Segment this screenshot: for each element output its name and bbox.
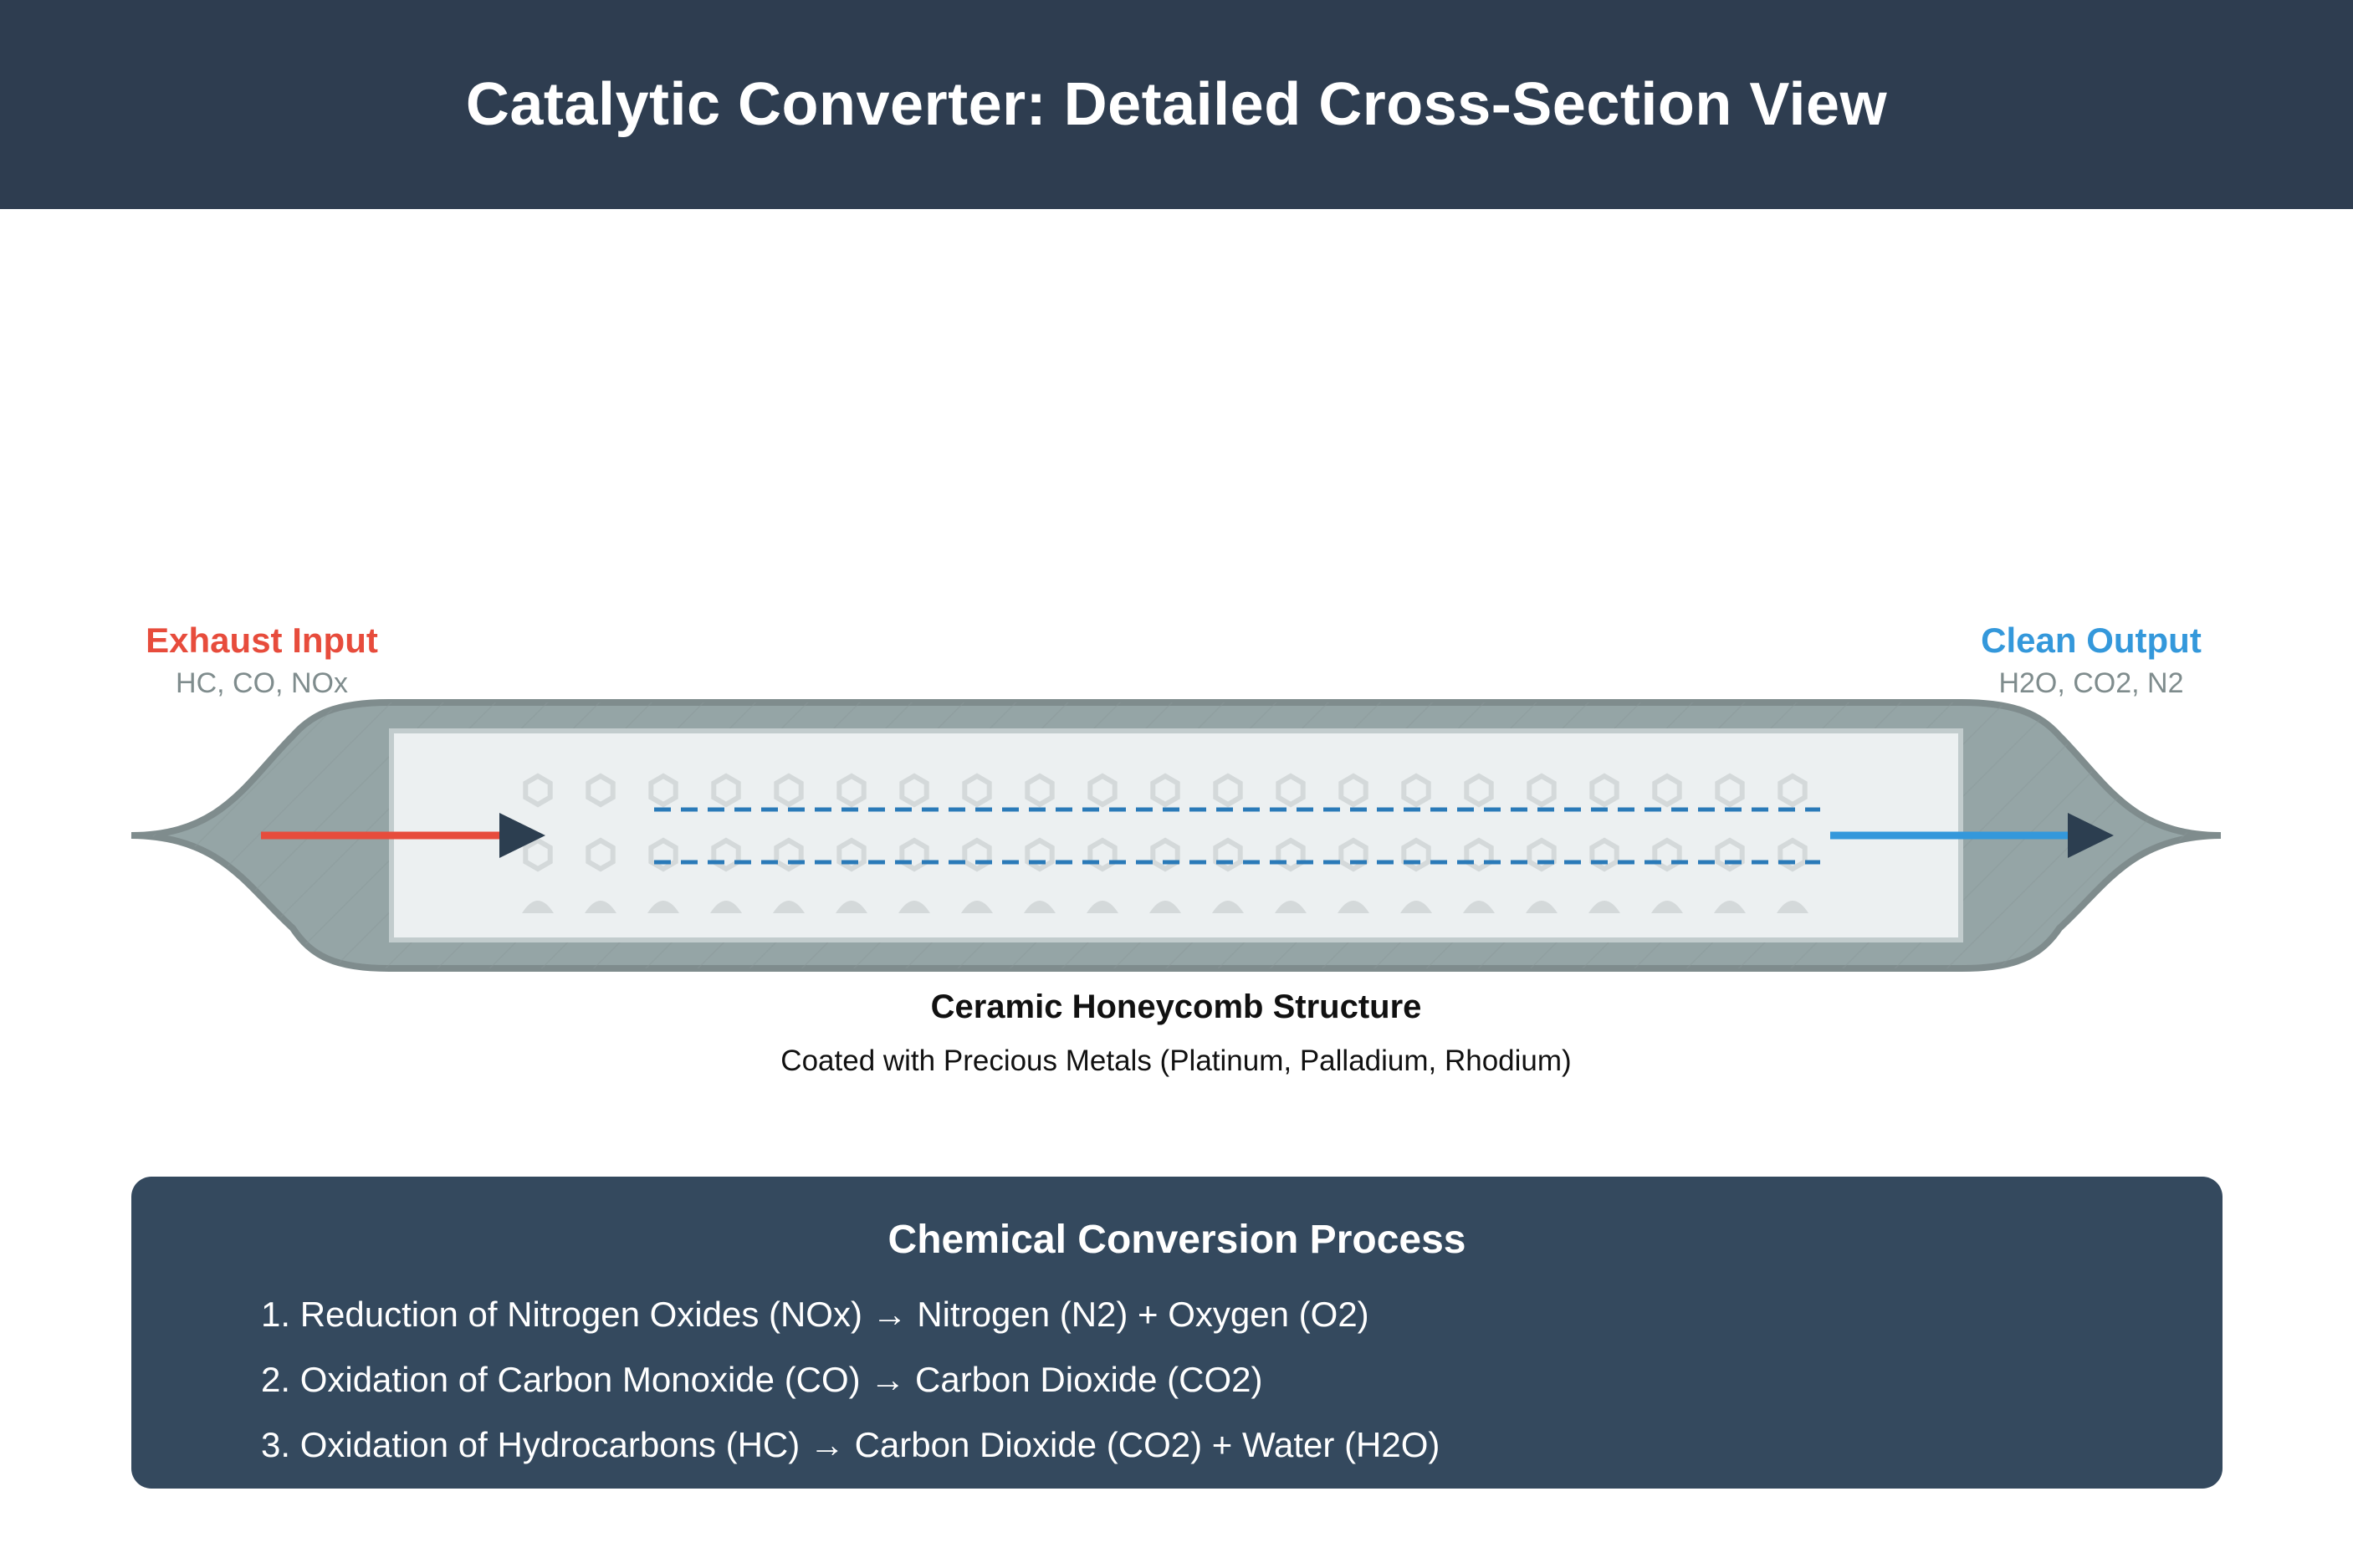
honeycomb-cell xyxy=(1527,773,1557,808)
honeycomb-cell xyxy=(1651,901,1683,913)
honeycomb-cell xyxy=(1212,901,1244,913)
honeycomb-cell xyxy=(1715,837,1745,872)
honeycomb-cell xyxy=(1338,837,1368,872)
honeycomb-cell xyxy=(1526,901,1558,913)
honeycomb-cell xyxy=(1715,773,1745,808)
honeycomb-cell xyxy=(836,773,867,808)
honeycomb-cell xyxy=(836,837,867,872)
honeycomb-cell xyxy=(899,773,929,808)
honeycomb-cell xyxy=(711,773,741,808)
honeycomb-cell xyxy=(1464,837,1494,872)
honeycomb-cell xyxy=(774,837,804,872)
process-step: 1. Reduction of Nitrogen Oxides (NOx) → … xyxy=(261,1295,1369,1334)
honeycomb-cell xyxy=(647,901,679,913)
honeycomb-cell xyxy=(1025,773,1055,808)
honeycomb-cell xyxy=(1589,773,1619,808)
honeycomb-cell xyxy=(1400,901,1432,913)
honeycomb-cell xyxy=(1024,901,1056,913)
honeycomb-cell xyxy=(711,837,741,872)
output-gases: H2O, CO2, N2 xyxy=(1998,667,2183,699)
honeycomb-cell xyxy=(585,901,616,913)
output-arrowhead xyxy=(2068,813,2114,858)
process-steps: 1. Reduction of Nitrogen Oxides (NOx) → … xyxy=(261,1294,1440,1489)
honeycomb-cell xyxy=(1338,773,1368,808)
honeycomb-cell xyxy=(1777,901,1808,913)
honeycomb-cell xyxy=(523,837,553,872)
honeycomb-cell xyxy=(1087,901,1118,913)
honeycomb-cell xyxy=(1464,773,1494,808)
honeycomb-cell xyxy=(1213,837,1243,872)
honeycomb-cell xyxy=(1276,837,1306,872)
honeycomb-cell xyxy=(1087,773,1118,808)
honeycomb-cell xyxy=(836,901,867,913)
honeycomb-cell xyxy=(1527,837,1557,872)
honeycomb-cell xyxy=(1652,773,1682,808)
honeycomb-cell xyxy=(1463,901,1495,913)
honeycomb-cell xyxy=(1150,837,1180,872)
input-arrowhead xyxy=(499,813,545,858)
honeycomb-cell xyxy=(522,901,554,913)
honeycomb-cell xyxy=(1213,773,1243,808)
page-title: Catalytic Converter: Detailed Cross-Sect… xyxy=(465,71,1888,138)
honeycomb-cell xyxy=(962,837,992,872)
honeycomb-cell xyxy=(1588,901,1620,913)
honeycomb-cell xyxy=(1338,901,1369,913)
core-label: Ceramic Honeycomb Structure xyxy=(931,988,1422,1025)
output-label: Clean Output xyxy=(1981,621,2202,660)
process-step: 2. Oxidation of Carbon Monoxide (CO) → C… xyxy=(261,1360,1263,1399)
honeycomb-cell xyxy=(961,901,993,913)
honeycomb-cell xyxy=(1275,901,1307,913)
process-step: 3. Oxidation of Hydrocarbons (HC) → Carb… xyxy=(261,1425,1440,1464)
honeycomb-cell xyxy=(1087,837,1118,872)
core-sublabel: Coated with Precious Metals (Platinum, P… xyxy=(780,1044,1571,1077)
honeycomb-cell xyxy=(710,901,742,913)
conversion-process-panel: Chemical Conversion Process 1. Reduction… xyxy=(131,1177,2223,1489)
honeycomb-cell xyxy=(648,773,678,808)
honeycomb-cell xyxy=(586,837,616,872)
honeycomb-cell xyxy=(1401,837,1431,872)
honeycomb-cells xyxy=(522,773,1808,913)
process-title: Chemical Conversion Process xyxy=(887,1218,1466,1262)
honeycomb-cell xyxy=(1652,837,1682,872)
honeycomb-cell xyxy=(962,773,992,808)
honeycomb-cell xyxy=(898,901,930,913)
header-bar: Catalytic Converter: Detailed Cross-Sect… xyxy=(0,0,2353,209)
honeycomb-cell xyxy=(1714,901,1746,913)
input-gases: HC, CO, NOx xyxy=(176,667,348,699)
honeycomb-cell xyxy=(1150,773,1180,808)
honeycomb-cell xyxy=(773,901,805,913)
honeycomb-cell xyxy=(1778,773,1808,808)
honeycomb-cell xyxy=(648,837,678,872)
honeycomb-cell xyxy=(586,773,616,808)
honeycomb-cell xyxy=(774,773,804,808)
honeycomb-cell xyxy=(1149,901,1181,913)
honeycomb-cell xyxy=(1025,837,1055,872)
input-label: Exhaust Input xyxy=(146,621,378,660)
honeycomb-cell xyxy=(523,773,553,808)
honeycomb-cell xyxy=(1589,837,1619,872)
honeycomb-cell xyxy=(899,837,929,872)
honeycomb-cell xyxy=(1778,837,1808,872)
honeycomb-cell xyxy=(1276,773,1306,808)
honeycomb-cell xyxy=(1401,773,1431,808)
